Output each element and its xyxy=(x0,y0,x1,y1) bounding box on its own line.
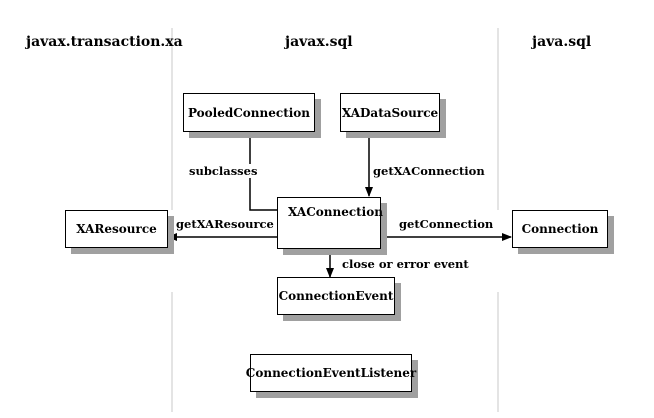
xa-data-source-box: XADataSource xyxy=(340,93,440,132)
connection-box: Connection xyxy=(512,210,608,248)
subclasses-label: subclasses xyxy=(188,164,259,178)
xa-connection-box: XAConnection xyxy=(277,197,383,249)
get-xa-connection-label: getXAConnection xyxy=(372,164,486,178)
pooled-connection-box: PooledConnection xyxy=(183,93,315,132)
package-heading-center: javax.sql xyxy=(285,34,353,50)
package-heading-right: java.sql xyxy=(532,34,592,50)
close-or-error-event-label: close or error event xyxy=(341,257,470,271)
connection-event-box: ConnectionEvent xyxy=(277,277,395,315)
package-heading-left: javax.transaction.xa xyxy=(26,34,183,50)
connection-event-listener-box: ConnectionEventListener xyxy=(246,354,416,392)
subclasses-line xyxy=(249,132,277,211)
get-connection-label: getConnection xyxy=(398,217,495,231)
xa-resource-box: XAResource xyxy=(65,210,168,248)
get-xa-resource-label: getXAResource xyxy=(175,217,275,231)
